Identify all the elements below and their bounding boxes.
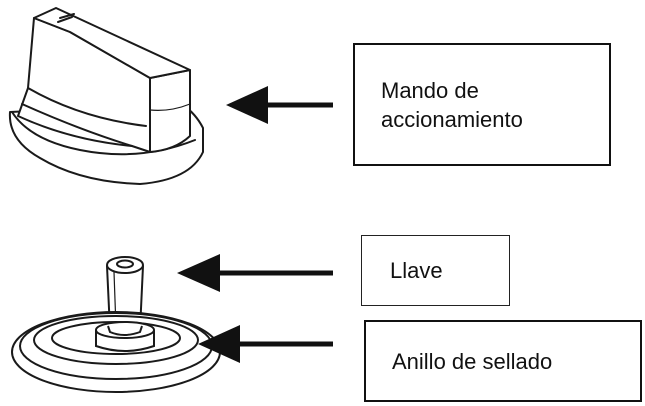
label-box-mando: Mando de accionamiento: [353, 43, 611, 166]
label-mando-line2: accionamiento: [381, 106, 523, 132]
sealing-ring-illustration: [11, 311, 221, 393]
label-box-anillo: Anillo de sellado: [364, 320, 642, 402]
control-knob-illustration: [8, 7, 204, 185]
label-box-llave: Llave: [361, 235, 510, 306]
arrow-to-knob: [226, 86, 333, 124]
arrow-to-stem: [177, 254, 333, 292]
arrow-to-ring: [198, 325, 333, 363]
label-llave: Llave: [390, 258, 443, 283]
label-mando-line1: Mando de: [381, 77, 479, 103]
label-anillo: Anillo de sellado: [392, 348, 553, 374]
